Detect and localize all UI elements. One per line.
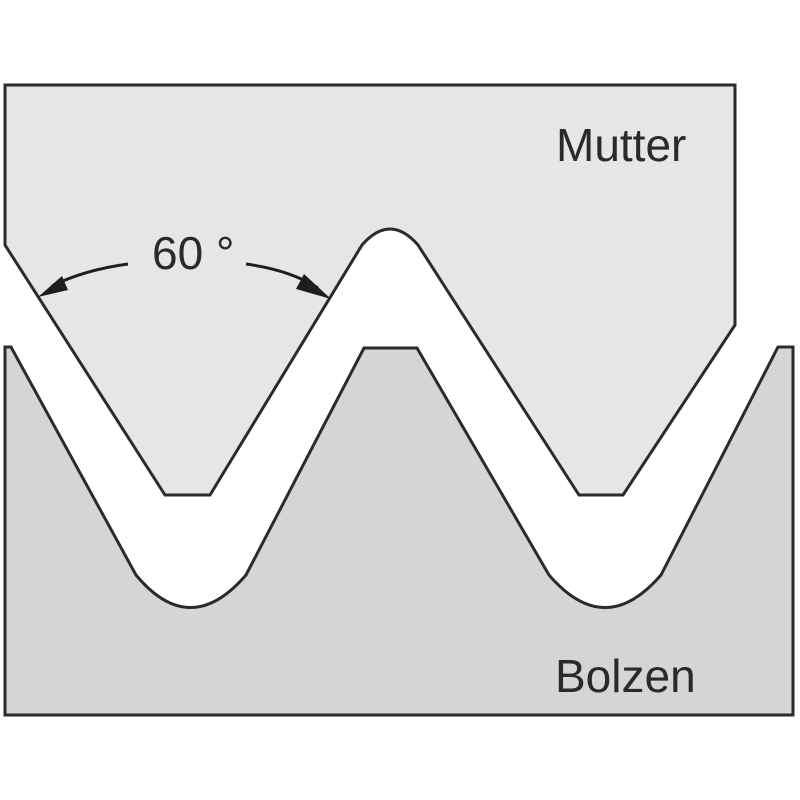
nut-body — [3, 83, 737, 497]
bolt-body — [3, 345, 795, 717]
nut-label: Mutter — [556, 119, 686, 171]
angle-label: 60 ° — [152, 227, 234, 279]
bolt-label: Bolzen — [555, 650, 696, 702]
angle-arrowhead-left — [38, 276, 68, 297]
angle-arrowhead-right — [296, 274, 331, 299]
